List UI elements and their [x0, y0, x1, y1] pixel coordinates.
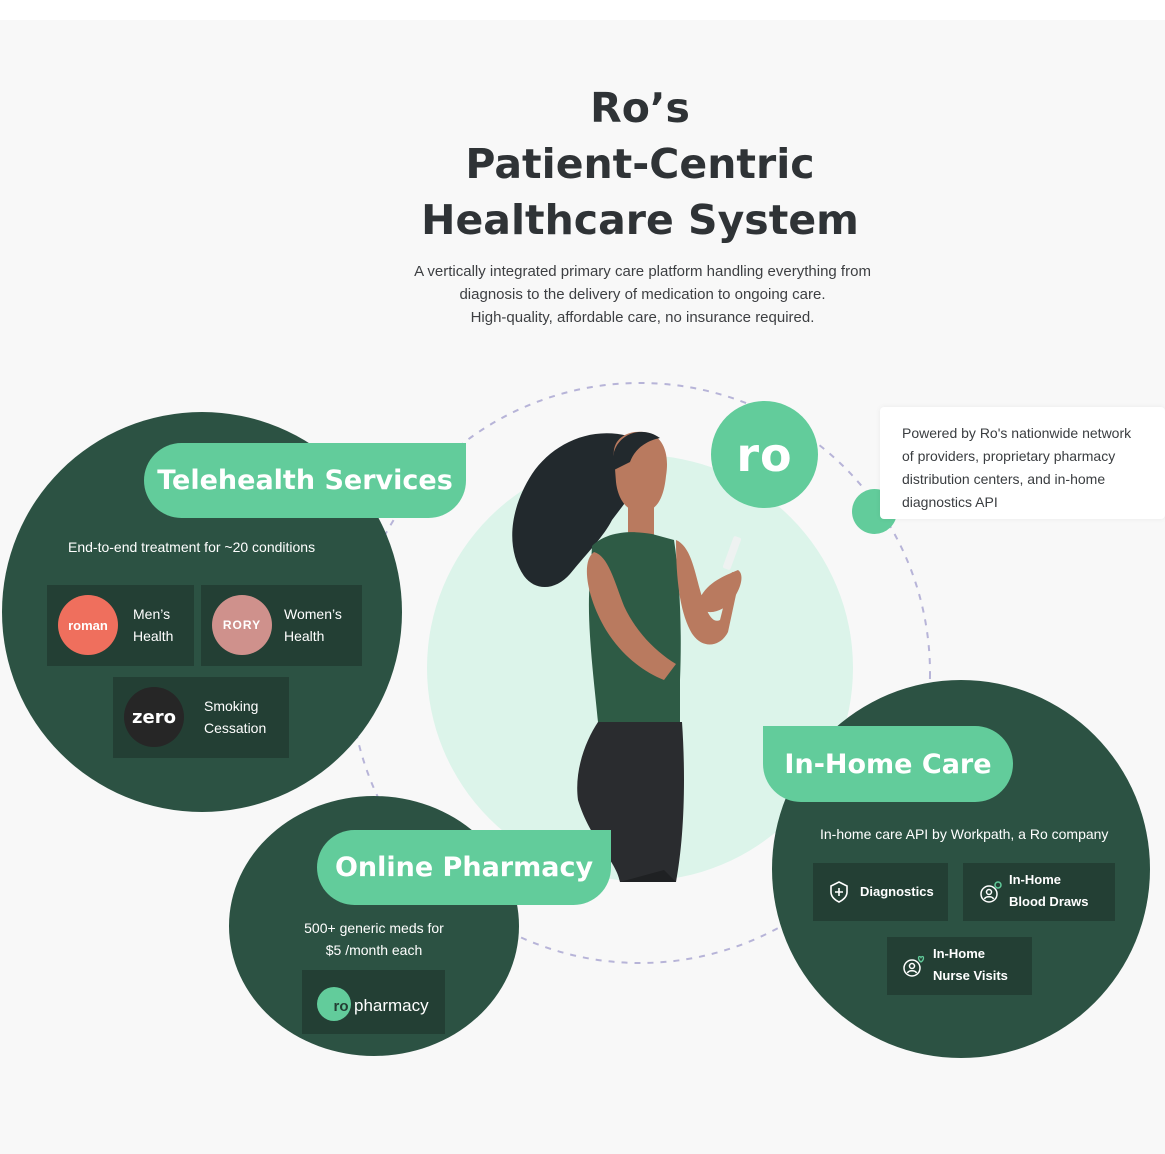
top-bar [0, 0, 1165, 20]
brand-label-line-1: Women’s [284, 606, 342, 622]
subtitle-line-3: High-quality, affordable care, no insura… [470, 309, 815, 326]
brand-label-line-2: Health [133, 628, 174, 644]
ro-logo-badge: ro [711, 401, 818, 508]
ro-pharmacy-logo-mark: ro [317, 987, 351, 1021]
info-line-3: distribution centers, and in-home [902, 471, 1106, 487]
inhome-title-pill: In-Home Care [763, 726, 1013, 802]
pharmacy-title: Online Pharmacy [334, 852, 594, 883]
service-label-line-1: In-Home [933, 946, 985, 961]
page-title: Ro’s Patient-Centric Healthcare System [0, 80, 1165, 248]
page-subtitle: A vertically integrated primary care pla… [0, 260, 1165, 329]
service-label: In-Home Blood Draws [1009, 869, 1088, 913]
subtitle-line-2: diagnosis to the delivery of medication … [459, 286, 826, 303]
brand-label-line-2: Cessation [204, 720, 267, 736]
brand-label-line-2: Health [284, 628, 325, 644]
pharmacy-description: 500+ generic meds for $5 /month each [229, 917, 519, 961]
brand-card-roman[interactable]: roman Men’s Health [47, 585, 194, 666]
telehealth-description: End-to-end treatment for ~20 conditions [68, 539, 316, 555]
pharmacy-line-2: $5 /month each [325, 942, 423, 958]
service-card-blood-draws[interactable]: In-Home Blood Draws [963, 863, 1115, 921]
roman-logo: roman [58, 595, 118, 655]
pharmacy-title-pill: Online Pharmacy [317, 830, 611, 905]
ro-pharmacy-logo-ro: ro [333, 997, 349, 1015]
nurse-visit-icon [903, 955, 925, 977]
brand-label-line-1: Men’s [133, 606, 171, 622]
brand-label: Women’s Health [284, 603, 342, 647]
brand-card-rory[interactable]: RORY Women’s Health [201, 585, 362, 666]
info-line-1: Powered by Ro's nationwide network [902, 425, 1132, 441]
rory-logo: RORY [212, 595, 272, 655]
service-label: In-Home Nurse Visits [933, 943, 1008, 987]
service-label: Diagnostics [860, 884, 934, 899]
brand-label: Men’s Health [133, 603, 173, 647]
telehealth-title: Telehealth Services [157, 465, 453, 496]
shield-plus-icon [830, 881, 848, 903]
subtitle-line-1: A vertically integrated primary care pla… [414, 263, 871, 280]
service-card-diagnostics[interactable]: Diagnostics [813, 863, 948, 921]
service-label-line-2: Nurse Visits [933, 968, 1008, 983]
brand-label: Smoking Cessation [204, 695, 266, 739]
title-line-3: Healthcare System [421, 196, 859, 244]
ro-pharmacy-logo-text: pharmacy [354, 996, 429, 1015]
info-box: Powered by Ro's nationwide network of pr… [880, 407, 1165, 519]
info-line-2: of providers, proprietary pharmacy [902, 448, 1116, 464]
inhome-title: In-Home Care [784, 748, 992, 780]
brand-card-zero[interactable]: zero Smoking Cessation [113, 677, 289, 758]
service-card-nurse-visits[interactable]: In-Home Nurse Visits [887, 937, 1032, 995]
title-line-2: Patient-Centric [465, 140, 815, 188]
pharmacy-line-1: 500+ generic meds for [304, 920, 444, 936]
service-label-line-2: Blood Draws [1009, 894, 1089, 909]
info-line-4: diagnostics API [902, 494, 998, 510]
zero-logo: zero [124, 687, 184, 747]
brand-label-line-1: Smoking [204, 698, 259, 714]
ro-pharmacy-card[interactable]: ro pharmacy [302, 970, 445, 1034]
telehealth-title-pill: Telehealth Services [144, 443, 466, 518]
title-line-1: Ro’s [590, 84, 690, 132]
blood-draw-icon [980, 881, 1002, 903]
service-label-line-1: In-Home [1009, 872, 1061, 887]
inhome-description: In-home care API by Workpath, a Ro compa… [820, 826, 1109, 842]
